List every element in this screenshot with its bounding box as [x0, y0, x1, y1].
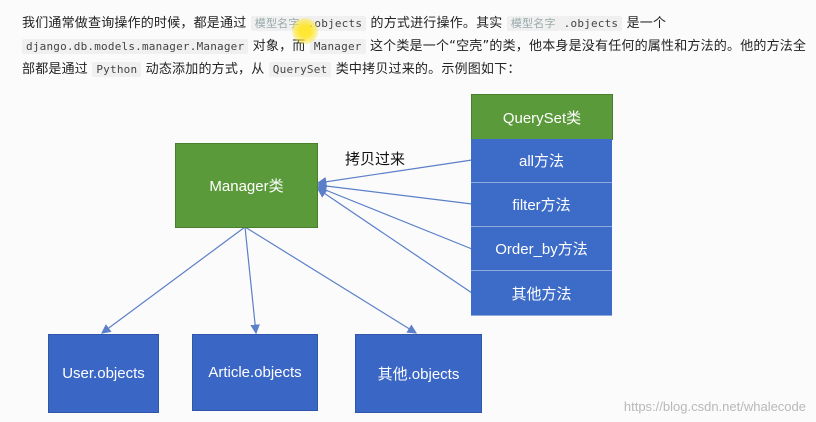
cursor-highlight: [292, 18, 318, 44]
arrow-manager-to-user: [101, 226, 246, 334]
text-segment: 的方式进行操作。其实: [370, 16, 503, 31]
method-filter-box: filter方法: [471, 183, 612, 227]
user-objects-box: User.objects: [48, 334, 159, 413]
text-segment: 我们通常做查询操作的时候，都是通过: [22, 16, 247, 31]
arrow-filter-to-manager: [316, 181, 473, 205]
article-objects-box: Article.objects: [192, 334, 318, 411]
arrow-other-to-manager: [317, 188, 473, 294]
inline-code: django.db.models.manager.Manager: [22, 39, 249, 54]
arrow-all-to-manager: [316, 159, 473, 187]
copy-label: 拷贝过来: [345, 150, 406, 168]
text-segment: 动态添加的方式，从: [145, 62, 265, 77]
method-orderby-box: Order_by方法: [471, 227, 612, 271]
inline-code: .objects: [303, 16, 367, 31]
manager-class-box: Manager类: [175, 143, 318, 228]
arrow-manager-to-article: [244, 226, 260, 335]
queryset-class-box: QuerySet类: [471, 94, 613, 140]
inline-code: Python: [92, 62, 142, 77]
text-segment: 类中拷贝过来的。示例图如下：: [335, 62, 521, 77]
watermark: https://blog.csdn.net/whalecode: [623, 399, 806, 414]
arrow-orderby-to-manager: [316, 185, 473, 250]
inline-code: Manager: [309, 39, 366, 54]
text-segment: 是一个: [626, 16, 667, 31]
method-other-box: 其他方法: [471, 271, 612, 316]
inline-code: 模型名字: [250, 16, 304, 31]
arrow-manager-to-other: [244, 226, 418, 334]
method-all-box: all方法: [471, 139, 612, 183]
intro-paragraph: 我们通常做查询操作的时候，都是通过 模型名字.objects 的方式进行操作。其…: [22, 12, 812, 81]
inline-code: QuerySet: [268, 62, 332, 77]
other-objects-box: 其他.objects: [355, 334, 482, 413]
text-segment: 对象，而: [252, 39, 306, 54]
inline-code: .objects: [559, 16, 623, 31]
inline-code: 模型名字: [506, 16, 560, 31]
text-segment: 这个类是一个“空壳”的类，他本身是没有任何的属性和方法的。他的方法全部都是通过: [22, 39, 807, 77]
